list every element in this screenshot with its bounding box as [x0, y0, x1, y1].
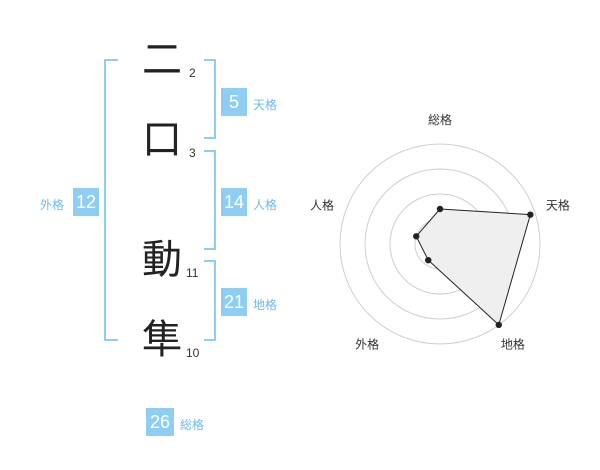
radar-point-3	[495, 321, 502, 329]
name-char-3: 動	[142, 237, 182, 283]
radar-edge-1	[439, 208, 531, 216]
tenkaku-label: 天格	[253, 98, 278, 112]
radar-points	[413, 205, 534, 329]
chikaku-label: 地格	[253, 298, 278, 312]
radar-area	[416, 209, 531, 325]
radar-edges	[415, 208, 531, 326]
name-char-2: 口	[142, 117, 182, 163]
tenkaku-bracket	[204, 59, 216, 139]
radar-ring-4	[339, 143, 541, 345]
stroke-count-2: 3	[189, 146, 196, 160]
gaikaku-label: 外格	[40, 198, 65, 212]
name-char-4: 隼	[142, 317, 182, 363]
soukaku-label: 総格	[180, 418, 205, 432]
tenkaku-value: 5	[221, 88, 247, 116]
jinkaku-value: 14	[221, 188, 247, 216]
gaikaku-bracket	[104, 59, 118, 341]
jinkaku-bracket	[204, 150, 216, 250]
gaikaku-value: 12	[73, 188, 99, 216]
jinkaku-label: 人格	[253, 198, 278, 212]
radar-axis-label-2: 天格	[546, 198, 570, 213]
chikaku-value: 21	[221, 288, 247, 316]
radar-edge-3	[427, 259, 500, 326]
radar-point-1	[436, 205, 444, 213]
name-char-1: 二	[142, 37, 182, 83]
chikaku-bracket	[204, 260, 216, 341]
radar-edge-2	[498, 214, 531, 326]
radar-axis-label-4: 外格	[355, 336, 379, 351]
stroke-count-3: 11	[186, 266, 199, 280]
stroke-count-1: 2	[189, 66, 196, 80]
radar-edge-5	[415, 208, 441, 237]
radar-point-5	[413, 233, 420, 240]
radar-edge-4	[415, 236, 429, 261]
soukaku-value: 26	[146, 408, 174, 436]
radar-axis-label-1: 総格	[428, 112, 452, 127]
radar-point-4	[425, 256, 432, 264]
radar-axis-label-3: 地格	[501, 336, 525, 351]
radar-axis-label-5: 人格	[310, 198, 334, 213]
stroke-count-4: 10	[186, 346, 200, 360]
radar-point-2	[527, 211, 534, 218]
